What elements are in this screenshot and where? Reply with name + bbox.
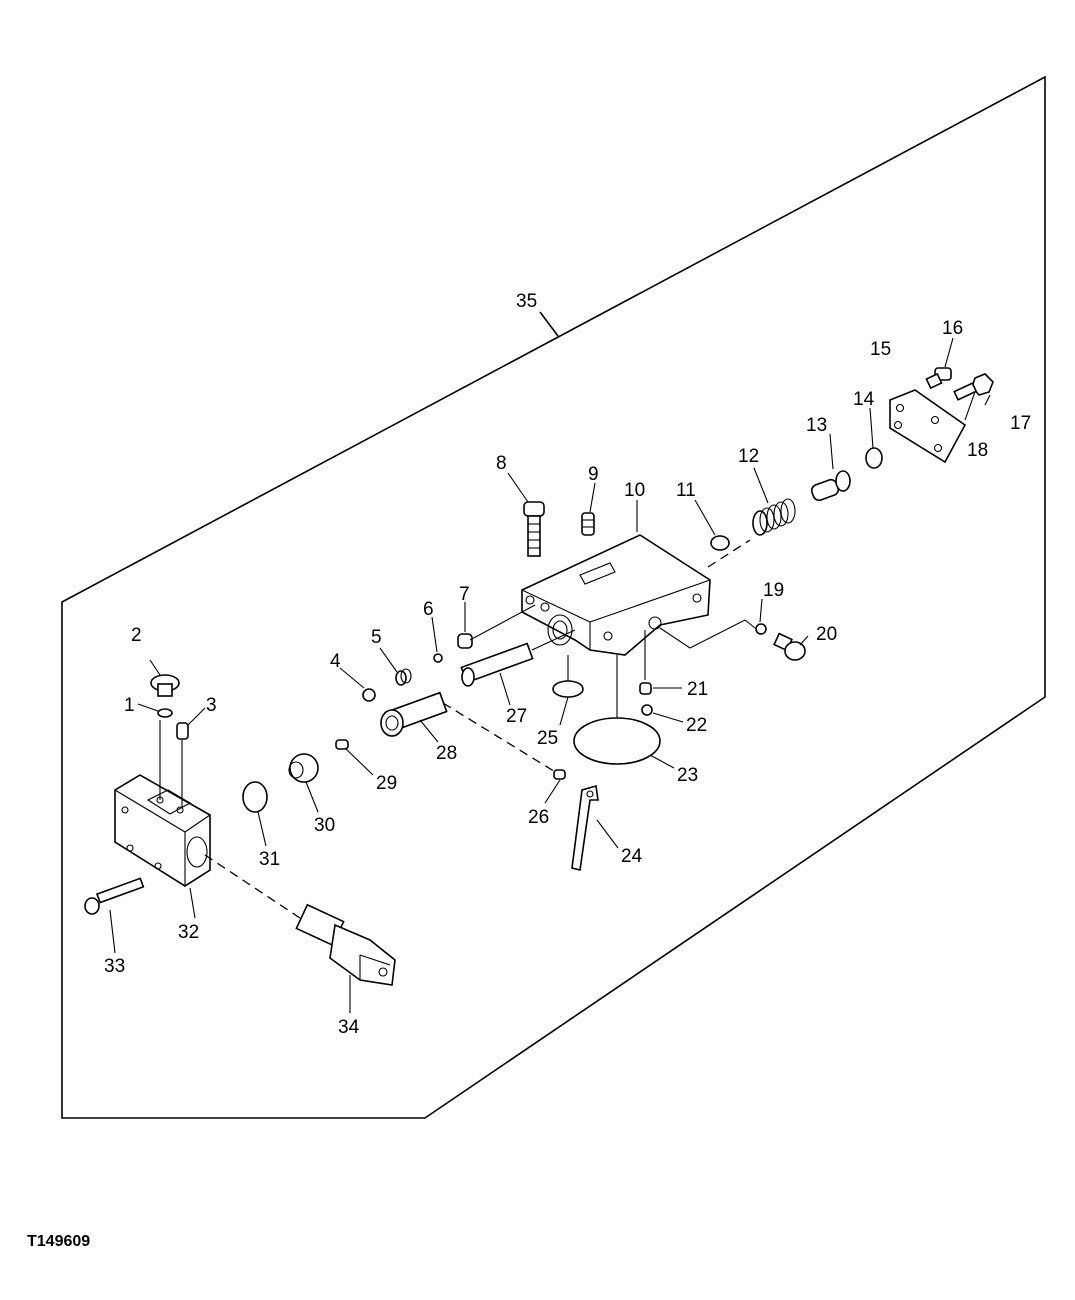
callout-27: 27: [506, 706, 527, 727]
callout-16: 16: [942, 318, 963, 339]
callout-8: 8: [496, 453, 507, 474]
cover-plate-15: [889, 389, 967, 464]
assembly-boundary: [61, 75, 1046, 1119]
callout-31: 31: [259, 849, 280, 870]
callout-10: 10: [624, 480, 645, 501]
valve-housing: [521, 534, 711, 656]
callout-5: 5: [371, 627, 382, 648]
sensor-34: [295, 903, 396, 986]
callout-33: 33: [104, 956, 125, 977]
callout-6: 6: [423, 599, 434, 620]
plug-7: [457, 633, 473, 649]
callout-25: 25: [537, 728, 558, 749]
callout-13: 13: [806, 415, 827, 436]
spring-5: [395, 668, 412, 686]
callout-15: 15: [870, 339, 891, 360]
callout-28: 28: [436, 743, 457, 764]
callout-4: 4: [330, 651, 341, 672]
plug-2: [150, 674, 180, 697]
callout-labels: 1 2 3 4 5 6 7 8 9 10 11 12 13 14 15 16 1…: [104, 291, 1031, 1038]
screw-18: [953, 382, 978, 401]
manifold-block-32: [114, 774, 211, 887]
gasket-25: [552, 680, 584, 698]
spring-12: [752, 498, 796, 536]
callout-11: 11: [676, 480, 696, 501]
callout-19: 19: [763, 580, 784, 601]
washer-11: [710, 535, 730, 551]
callout-20: 20: [816, 624, 837, 645]
callout-14: 14: [853, 389, 875, 410]
leader-lines: [109, 311, 991, 1013]
bolt-33: [84, 877, 145, 915]
callout-18: 18: [967, 440, 988, 461]
callout-12: 12: [738, 446, 759, 467]
figure-id: T149609: [27, 1233, 91, 1250]
callout-21: 21: [687, 679, 708, 700]
callout-29: 29: [376, 773, 397, 794]
callout-32: 32: [178, 922, 199, 943]
spool-27: [460, 642, 534, 687]
callout-35: 35: [516, 291, 537, 312]
large-o-ring-23: [573, 717, 661, 765]
callout-34: 34: [338, 1017, 360, 1038]
screw-16: [925, 367, 952, 390]
plug-13: [810, 470, 851, 502]
callout-3: 3: [206, 695, 217, 716]
callout-1: 1: [124, 695, 135, 716]
set-screw-3: [176, 722, 189, 740]
callout-24: 24: [621, 846, 643, 867]
o-ring-19: [755, 623, 767, 635]
plug-26: [553, 769, 566, 780]
callout-26: 26: [528, 807, 549, 828]
callout-23: 23: [677, 765, 698, 786]
callout-9: 9: [588, 464, 599, 485]
callout-17: 17: [1010, 413, 1031, 434]
valve-28: [380, 691, 448, 737]
lever-24: [571, 784, 599, 871]
o-ring-14: [865, 447, 883, 469]
callout-2: 2: [131, 625, 142, 646]
o-ring-1: [157, 708, 173, 718]
seat-30: [288, 753, 319, 783]
plug-20: [773, 632, 806, 661]
pin-29: [335, 739, 349, 750]
set-screw-9: [581, 512, 595, 536]
callout-22: 22: [686, 715, 707, 736]
cap-screw-8: [523, 501, 545, 557]
callout-7: 7: [459, 584, 470, 605]
callout-30: 30: [314, 815, 335, 836]
plug-21: [639, 682, 652, 695]
o-ring-22: [641, 704, 653, 716]
ball-6: [433, 653, 443, 663]
o-ring-31: [242, 781, 268, 813]
o-ring-4: [362, 688, 376, 702]
